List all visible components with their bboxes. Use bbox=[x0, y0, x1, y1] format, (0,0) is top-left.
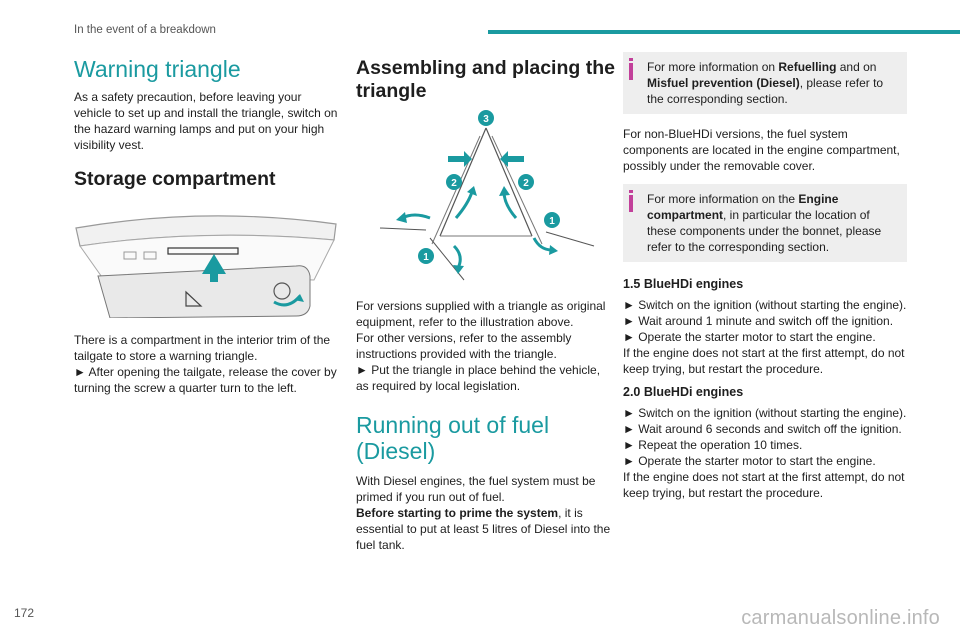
engine-15-step-3: ► Operate the starter motor to start the… bbox=[623, 330, 876, 344]
assembling-title: Assembling and placing the triangle bbox=[356, 57, 615, 103]
info-box-refuelling: For more information on Refuelling and o… bbox=[623, 52, 907, 114]
info1-misfuel: Misfuel prevention (Diesel) bbox=[647, 76, 800, 90]
info1-text-a: For more information on bbox=[647, 60, 779, 74]
non-bluehdi-text: For non-BlueHDi versions, the fuel syste… bbox=[623, 127, 900, 173]
svg-text:1: 1 bbox=[549, 216, 555, 227]
info1-refuelling: Refuelling bbox=[778, 60, 837, 74]
info2-text-a: For more information on the bbox=[647, 192, 799, 206]
engine-15-note: If the engine does not start at the firs… bbox=[623, 346, 905, 376]
page-number: 172 bbox=[14, 606, 35, 620]
svg-text:3: 3 bbox=[483, 114, 489, 125]
column-2: Assembling and placing the triangle 3 2 bbox=[356, 52, 616, 553]
storage-step-1: ► After opening the tailgate, release th… bbox=[74, 364, 337, 395]
info-icon bbox=[629, 190, 633, 212]
assembling-text-1: For versions supplied with a triangle as… bbox=[356, 298, 606, 329]
running-out-of-fuel-title: Running out of fuel (Diesel) bbox=[356, 411, 550, 465]
fuel-text-2-rest: , it is essential to put at least 5 litr… bbox=[356, 505, 611, 552]
callout-2-left: 2 bbox=[446, 173, 462, 190]
header-accent-bar bbox=[488, 30, 960, 34]
column-3: For more information on Refuelling and o… bbox=[623, 52, 907, 501]
watermark: carmanualsonline.info bbox=[741, 607, 940, 629]
engine-15-step-1: ► Switch on the ignition (without starti… bbox=[623, 298, 907, 312]
engine-20-step-3: ► Repeat the operation 10 times. bbox=[623, 438, 803, 452]
storage-compartment-title: Storage compartment bbox=[74, 168, 276, 191]
info1-text-c: and on bbox=[836, 60, 877, 74]
callout-1-left: 1 bbox=[418, 247, 434, 264]
storage-text-1: There is a compartment in the interior t… bbox=[74, 332, 331, 363]
info2-text-c: , in particular the location of these co… bbox=[647, 208, 882, 254]
engine-20-note: If the engine does not start at the firs… bbox=[623, 470, 905, 500]
callout-2-right: 2 bbox=[518, 173, 534, 190]
engine-20-title: 2.0 BlueHDi engines bbox=[623, 385, 744, 399]
assembling-step-1: ► Put the triangle in place behind the v… bbox=[356, 362, 601, 393]
tailgate-illustration bbox=[75, 215, 337, 318]
callout-1-right: 1 bbox=[544, 211, 560, 228]
info-box-engine-compartment: For more information on the Engine compa… bbox=[623, 184, 907, 262]
info1-text-e: , please refer to the corresponding sect… bbox=[647, 76, 884, 106]
engine-20-step-4: ► Operate the starter motor to start the… bbox=[623, 454, 876, 468]
warning-triangle-title: Warning triangle bbox=[74, 56, 241, 82]
fuel-text-2-bold: Before starting to prime the system bbox=[356, 505, 559, 520]
fuel-text-1: With Diesel engines, the fuel system mus… bbox=[356, 473, 596, 504]
warning-triangle-text: As a safety precaution, before leaving y… bbox=[74, 90, 338, 153]
fuel-text-2: Before starting to prime the system, it … bbox=[356, 505, 616, 553]
svg-text:2: 2 bbox=[451, 178, 457, 189]
section-header: In the event of a breakdown bbox=[74, 24, 216, 36]
svg-text:1: 1 bbox=[423, 252, 429, 263]
info-icon bbox=[629, 58, 633, 80]
engine-20-step-2: ► Wait around 6 seconds and switch off t… bbox=[623, 422, 902, 436]
column-1: Warning triangle As a safety precaution,… bbox=[74, 52, 340, 396]
info2-engine-compartment: Engine compartment bbox=[647, 192, 839, 222]
engine-20-step-1: ► Switch on the ignition (without starti… bbox=[623, 406, 907, 420]
assembling-text-2: For other versions, refer to the assembl… bbox=[356, 330, 572, 361]
engine-15-title: 1.5 BlueHDi engines bbox=[623, 277, 744, 291]
callout-3: 3 bbox=[478, 109, 494, 126]
svg-text:2: 2 bbox=[523, 178, 529, 189]
triangle-assembly-illustration: 3 2 2 1 1 bbox=[379, 109, 595, 281]
engine-15-step-2: ► Wait around 1 minute and switch off th… bbox=[623, 314, 894, 328]
